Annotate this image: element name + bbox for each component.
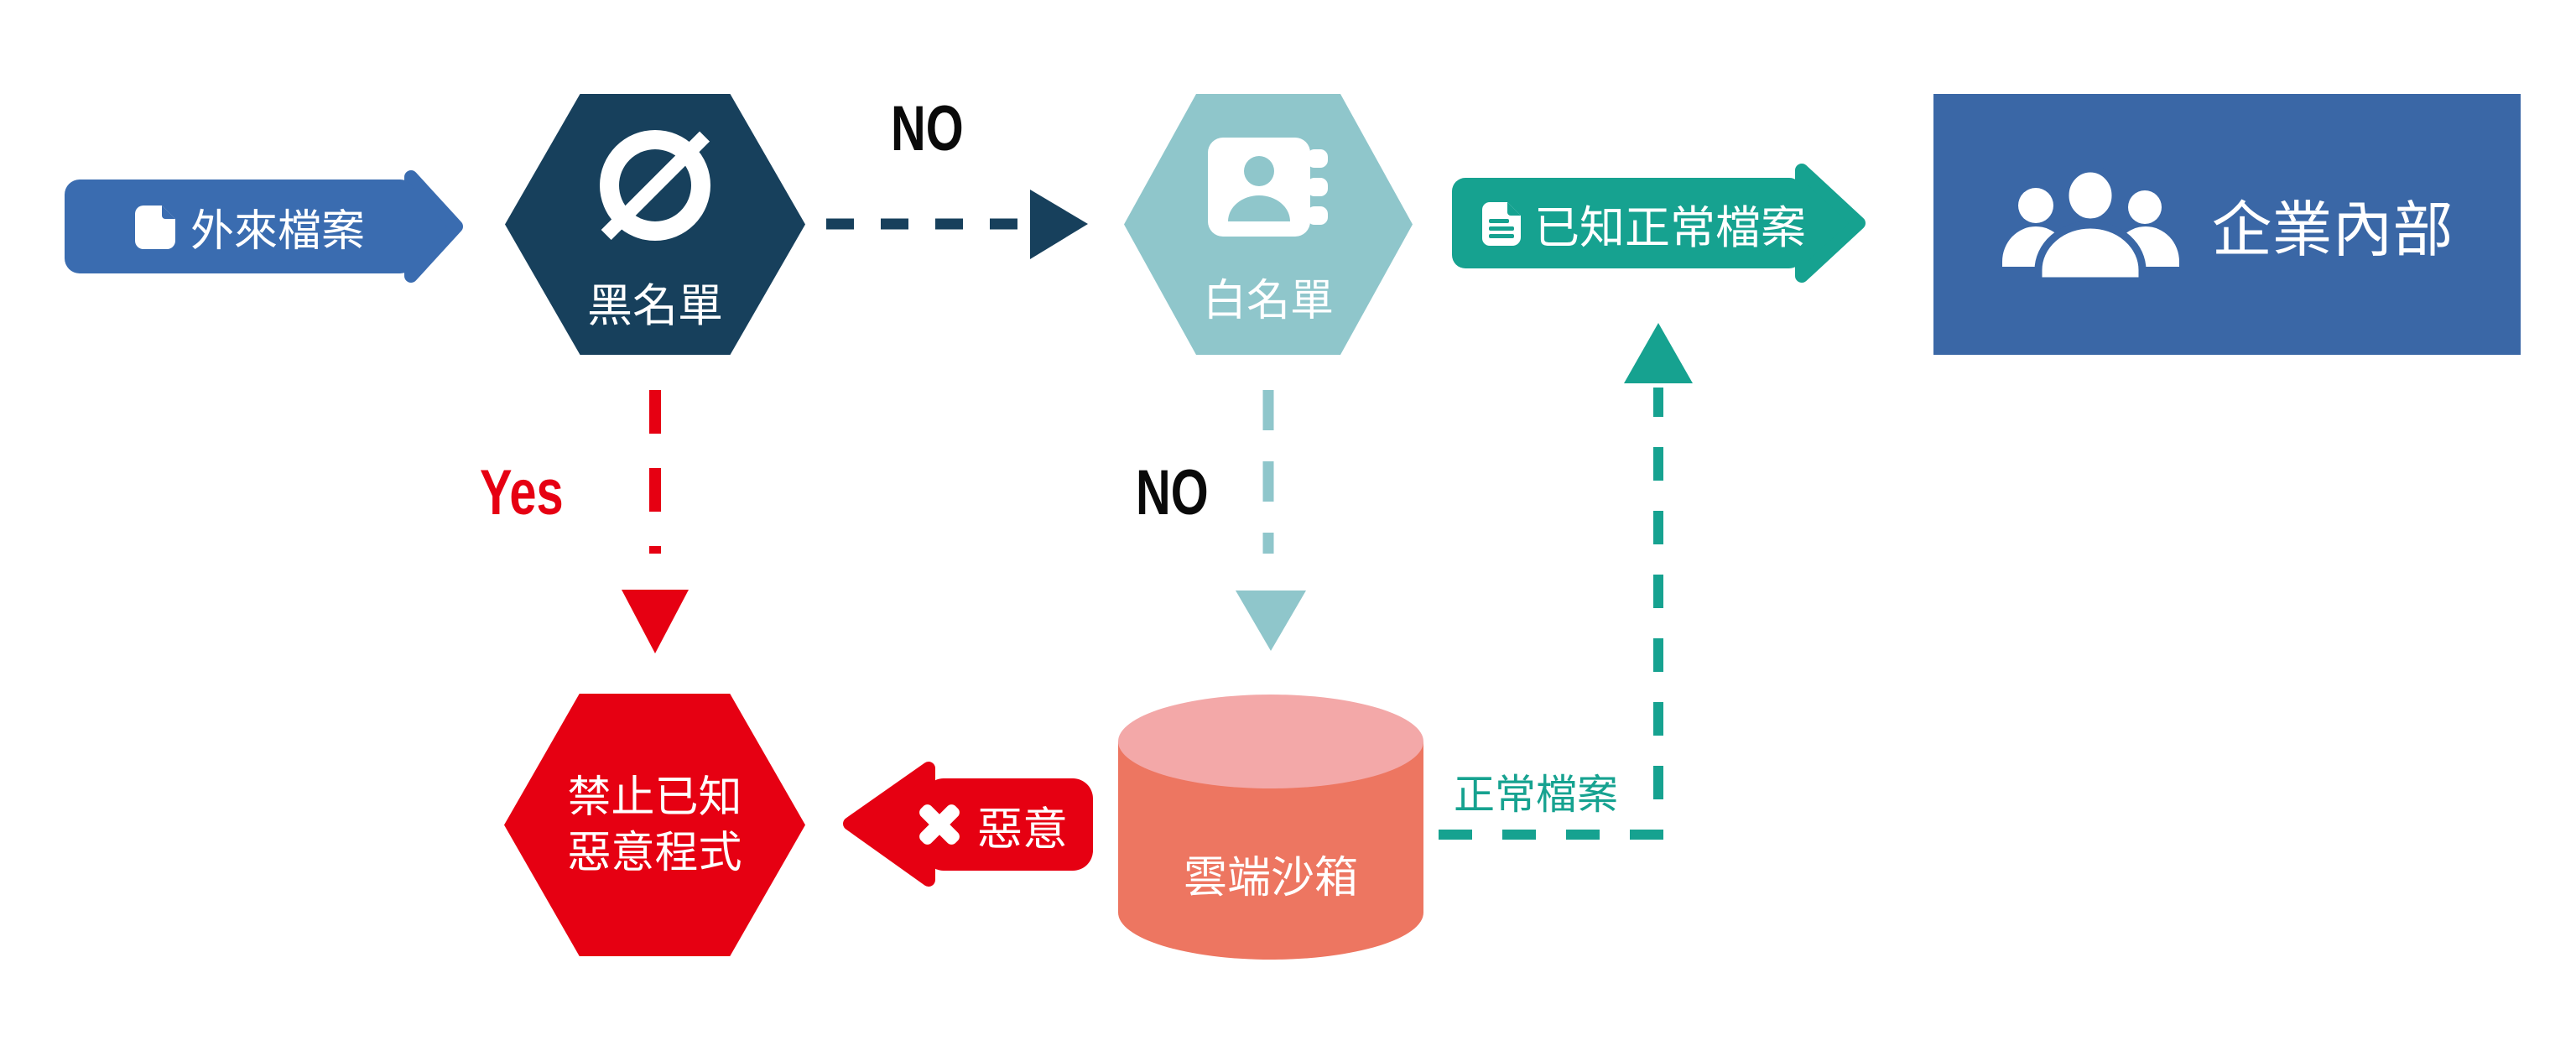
document-icon xyxy=(133,204,179,249)
cylinder-shape xyxy=(1118,695,1423,960)
node-known-clean-files: 已知正常檔案 xyxy=(1452,155,1866,291)
node-enterprise-internal: 企業內部 xyxy=(1933,94,2521,355)
edge-label-no-1: NO xyxy=(891,93,964,164)
cloud-sandbox-label: 雲端沙箱 xyxy=(1183,853,1358,903)
edge-sandbox-to-clean-arrow xyxy=(1439,323,1693,840)
edge-sandbox-to-block-arrow: 惡意 xyxy=(836,757,1093,892)
edge-blacklist-to-whitelist-arrow xyxy=(826,190,1088,259)
node-external-files: 外來檔案 xyxy=(65,165,464,288)
external-files-label: 外來檔案 xyxy=(190,206,366,257)
whitelist-label: 白名單 xyxy=(1202,276,1334,326)
malicious-label: 惡意 xyxy=(977,802,1068,856)
x-cross-icon xyxy=(913,799,965,851)
people-group-icon xyxy=(2001,168,2181,281)
node-block-known-malware: 禁止已知 惡意程式 xyxy=(504,694,805,956)
known-clean-label: 已知正常檔案 xyxy=(1534,200,1806,254)
malicious-arrow-shape xyxy=(843,762,1093,887)
ban-icon xyxy=(599,129,711,245)
block-malware-label-line1: 禁止已知 xyxy=(567,772,742,823)
block-malware-label-line2: 惡意程式 xyxy=(567,827,742,878)
blacklist-label: 黑名單 xyxy=(587,279,723,332)
external-files-arrow-shape xyxy=(65,170,463,283)
edge-blacklist-to-block-arrow xyxy=(622,390,689,653)
address-book-icon xyxy=(1208,138,1329,240)
node-blacklist: 黑名單 xyxy=(505,94,805,355)
document-lines-icon xyxy=(1481,200,1524,246)
edge-label-normal-files: 正常檔案 xyxy=(1454,771,1619,819)
edge-label-yes: Yes xyxy=(480,457,564,528)
edge-whitelist-to-sandbox-arrow xyxy=(1236,390,1306,651)
known-clean-arrow-shape xyxy=(1452,164,1866,283)
enterprise-internal-label: 企業內部 xyxy=(2211,195,2454,265)
node-cloud-sandbox: 雲端沙箱 xyxy=(1118,695,1423,960)
edge-label-no-2: NO xyxy=(1136,457,1209,528)
node-whitelist: 白名單 xyxy=(1124,94,1413,355)
